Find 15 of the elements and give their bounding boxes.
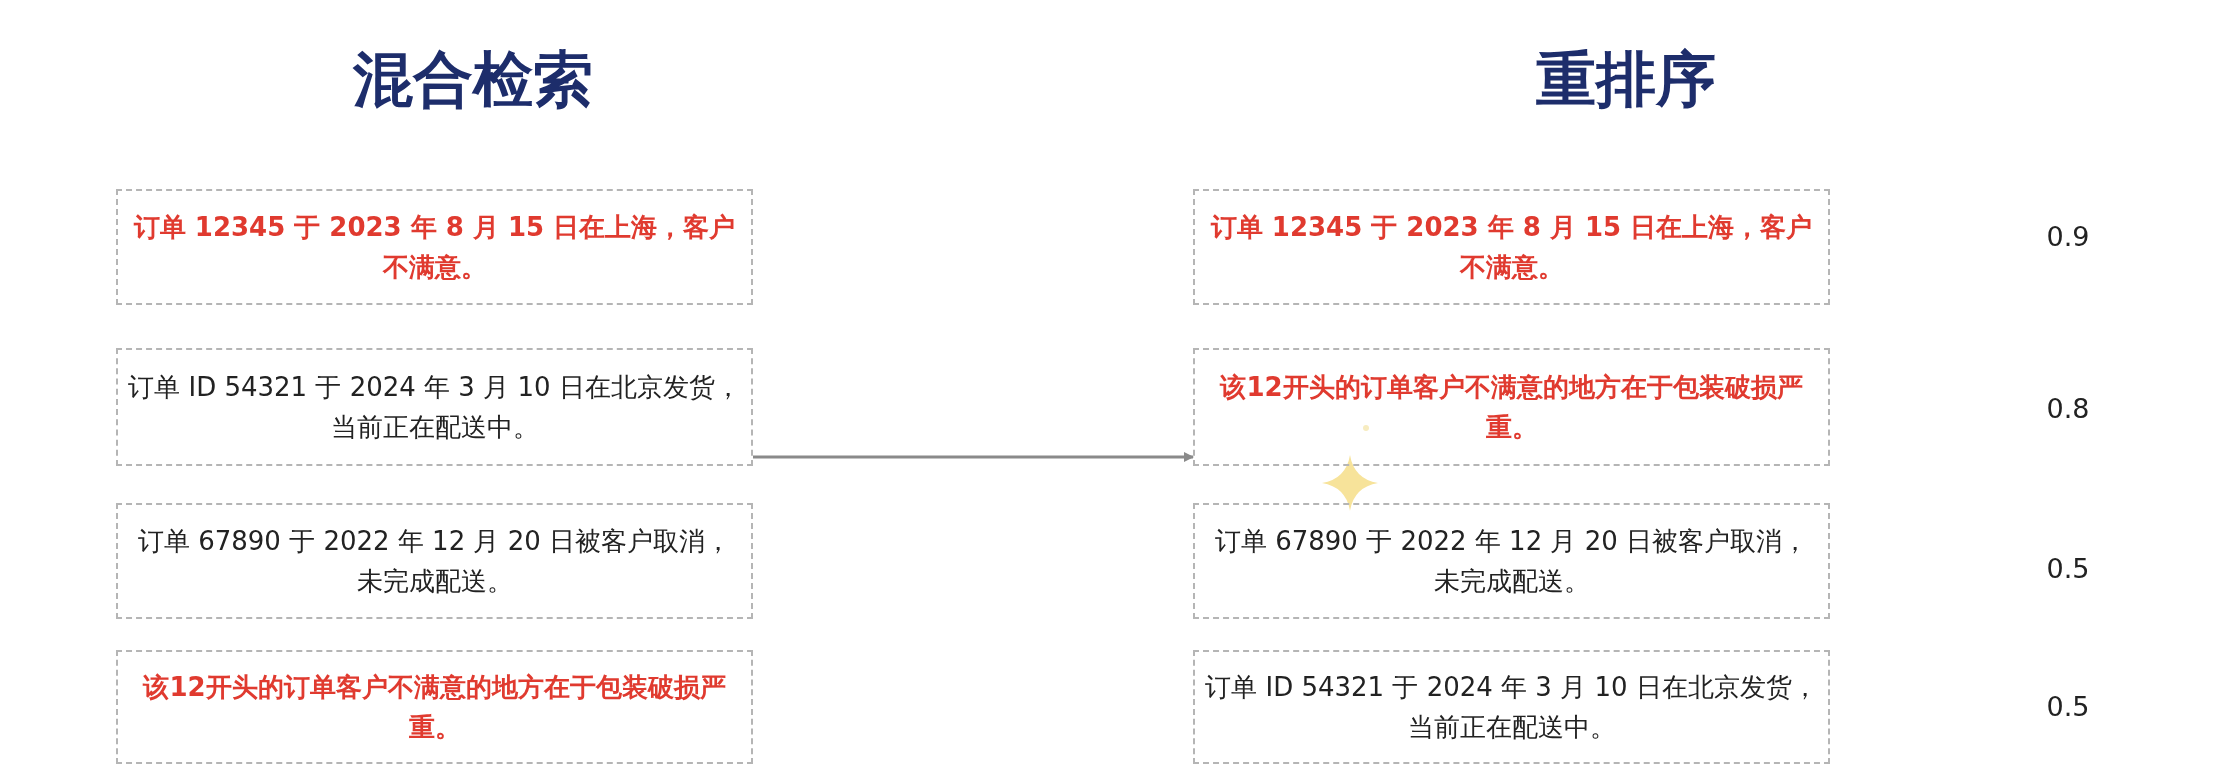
column-heading: 混合检索 [353,43,593,116]
text-box: 该12开头的订单客户不满意的地方在于包装破损严重。 [1193,348,1830,466]
text-box: 订单 67890 于 2022 年 12 月 20 日被客户取消，未完成配送。 [1193,503,1830,619]
score-label: 0.8 [2046,392,2090,424]
score-label: 0.9 [2046,220,2090,252]
arrow [753,452,1194,462]
text-box: 订单 12345 于 2023 年 8 月 15 日在上海，客户不满意。 [116,189,753,305]
text-box: 订单 ID 54321 于 2024 年 3 月 10 日在北京发货，当前正在配送中。 [1193,650,1830,764]
text-box: 订单 12345 于 2023 年 8 月 15 日在上海，客户不满意。 [1193,189,1830,305]
column-heading: 重排序 [1536,43,1716,116]
score-label: 0.5 [2046,552,2090,584]
score-label: 0.5 [2046,690,2090,722]
text-box: 订单 ID 54321 于 2024 年 3 月 10 日在北京发货，当前正在配送中。 [116,348,753,466]
text-box: 订单 67890 于 2022 年 12 月 20 日被客户取消，未完成配送。 [116,503,753,619]
text-box: 该12开头的订单客户不满意的地方在于包装破损严重。 [116,650,753,764]
